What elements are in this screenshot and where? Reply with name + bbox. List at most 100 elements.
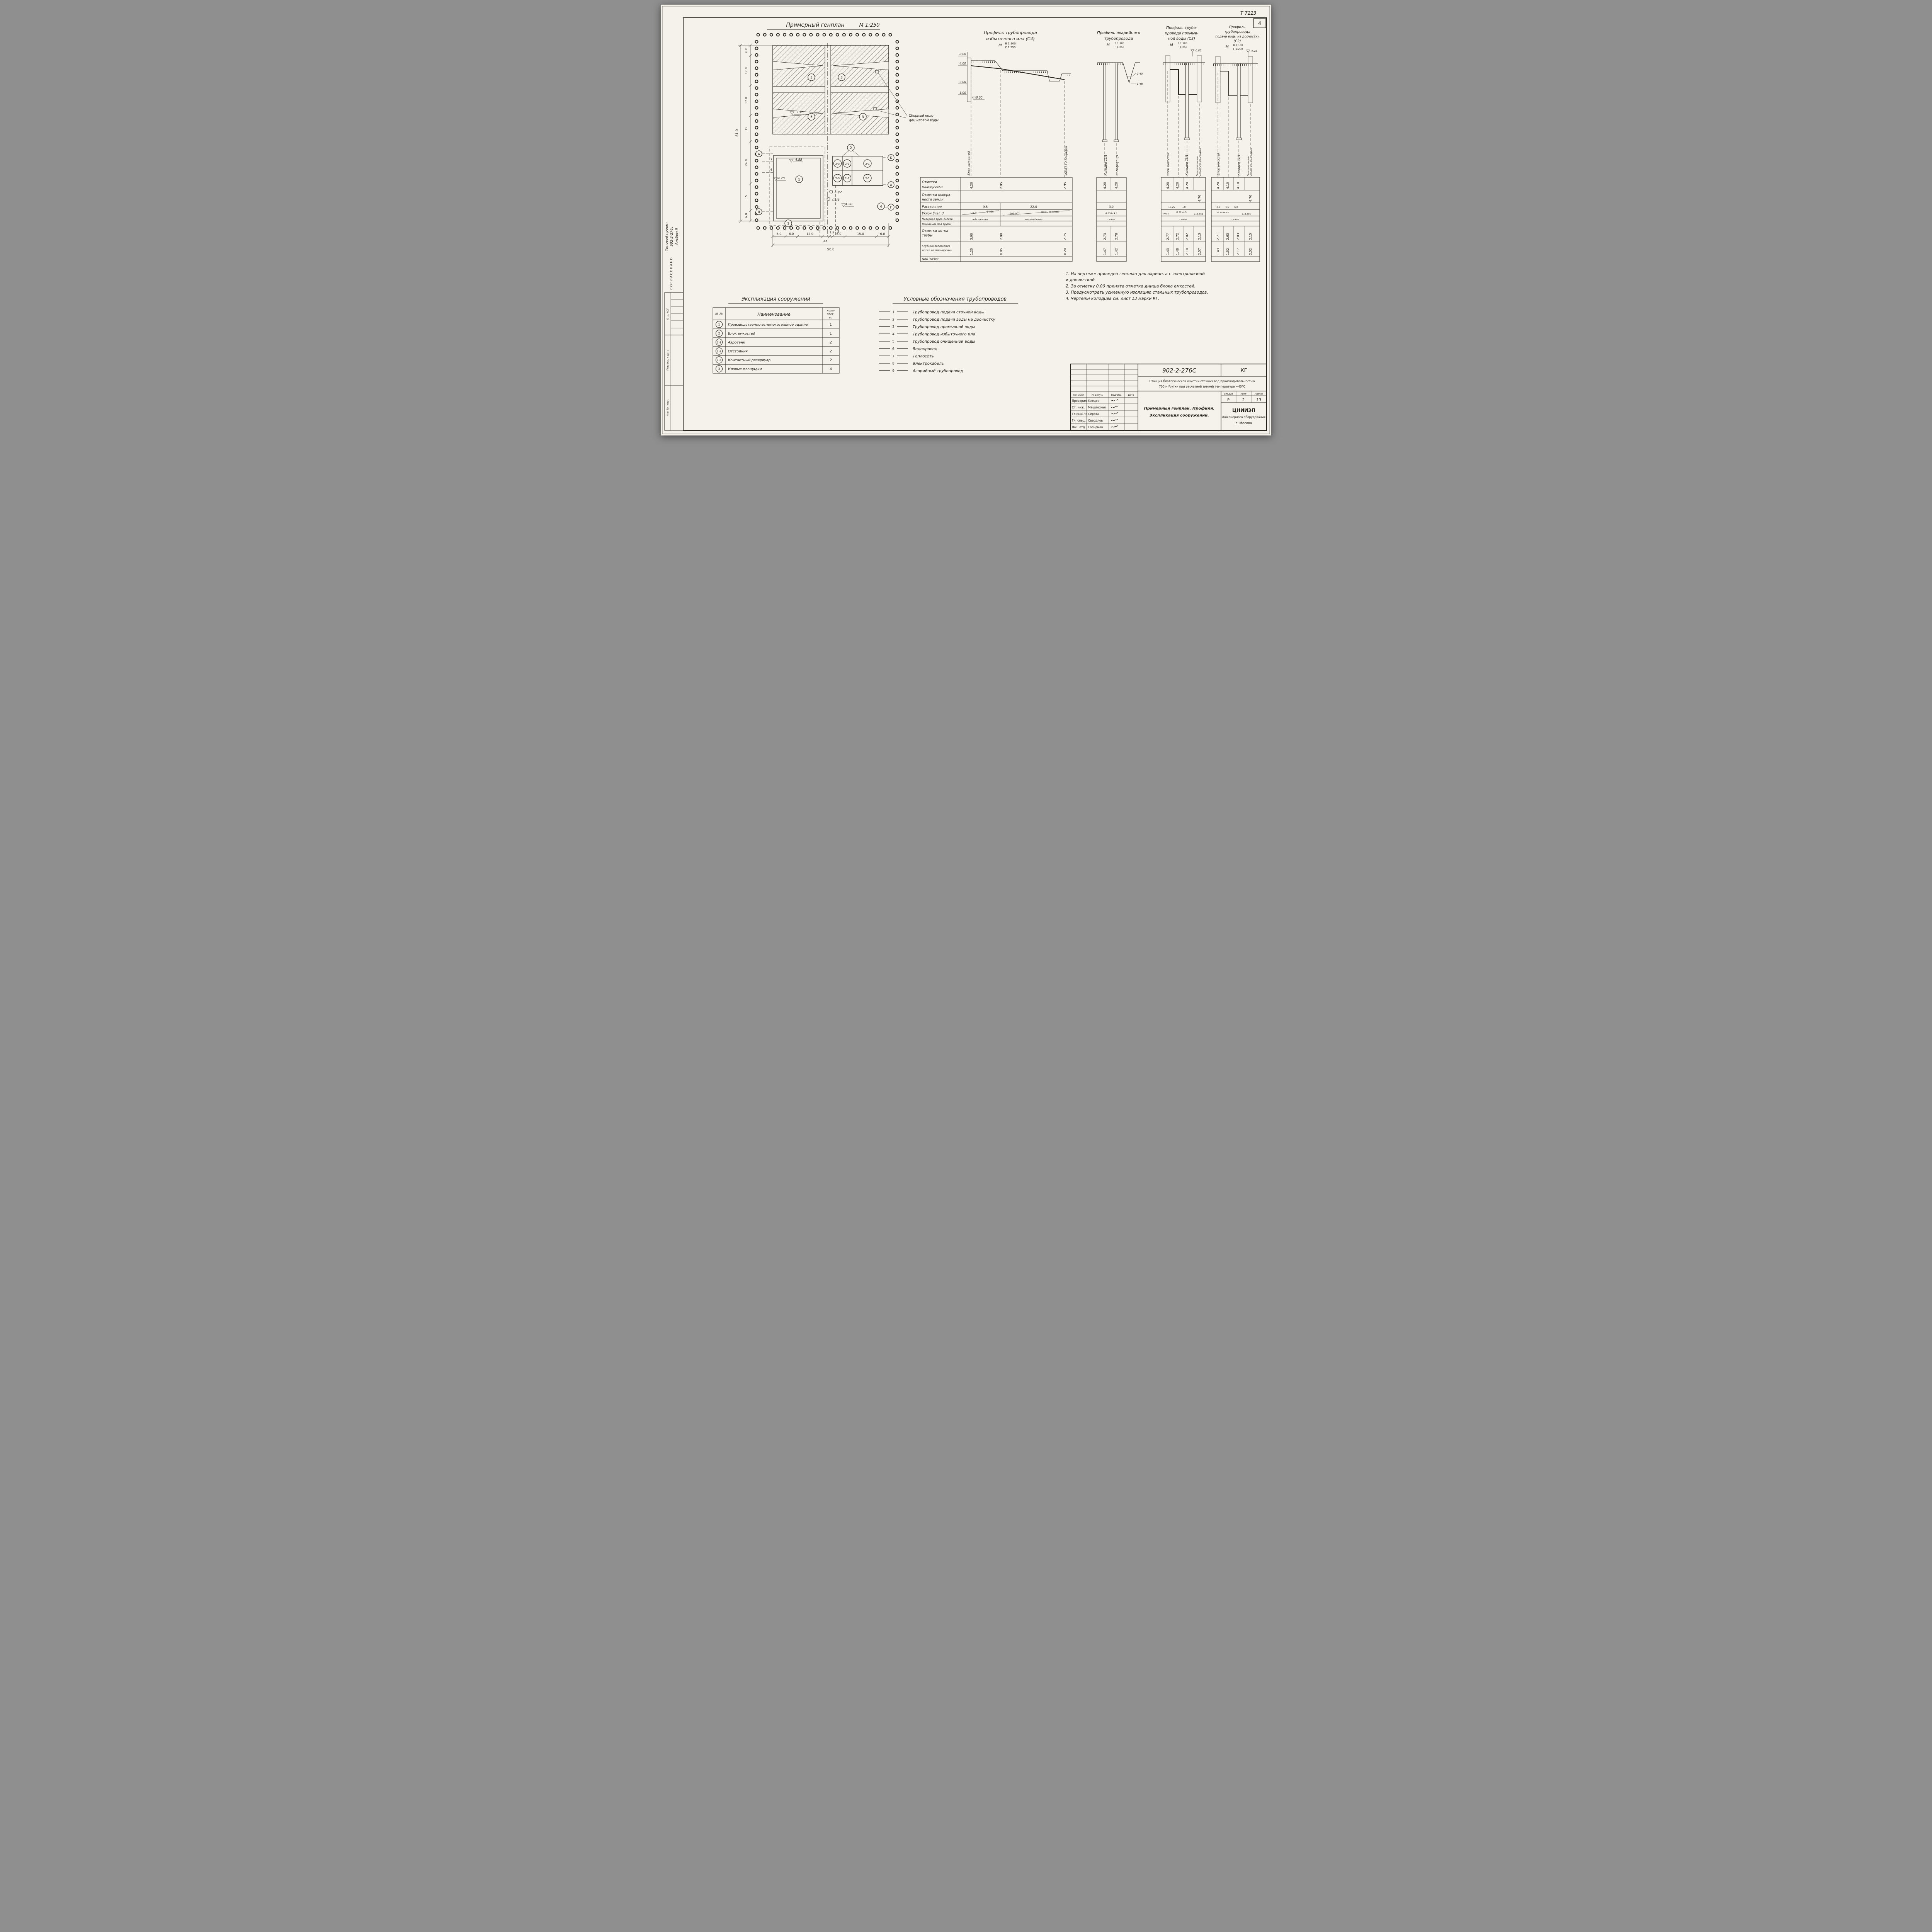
cell-value: Ф 159×4.5 — [1105, 213, 1117, 215]
zero-mark: 0.00 — [976, 96, 983, 99]
note-line: 1. На чертеже приведен генплан для вариа… — [1066, 272, 1205, 276]
dim-label: 12.0 — [806, 232, 813, 236]
profile-c4: Профиль трубопровода избыточного ила (С4… — [958, 30, 1071, 255]
profile-scale: М — [998, 43, 1002, 48]
profile-title: Профиль аварийного — [1097, 31, 1140, 35]
structure-bubble: 1 — [798, 178, 800, 182]
row-qty: 2 — [830, 349, 832, 354]
dim-label: 3.5 — [823, 240, 827, 243]
project-line: Типовой проект — [665, 221, 669, 251]
person-name: Гольдман — [1088, 425, 1103, 429]
profile-vlabel: вспомогательное здание — [1199, 148, 1202, 176]
tanks-block: 2 2-3 2-2 2-1 2-3 2-2 2-1 4 — [832, 144, 885, 210]
tank-bubble: 2-2 — [845, 162, 849, 165]
signature — [1111, 418, 1118, 421]
well-id: С3/2 — [835, 190, 842, 194]
cell-value: 15.25 — [1168, 206, 1175, 209]
note-line: 2. За отметку 0.00 принята отметка днища… — [1066, 284, 1196, 289]
dim-chain-left: 6.0 17.0 17.0 15 24.0 15 6.0 81.0 — [735, 43, 773, 223]
pipe-number: 7 — [770, 158, 772, 161]
legend-item: 7 Теплосеть — [879, 354, 934, 359]
legend-item: 4 Трубопровод избыточного ила — [879, 332, 975, 337]
cell-value: 1.20 — [970, 248, 973, 255]
legend-num: 6 — [892, 347, 895, 351]
elevation-mark: 4.85 — [795, 158, 802, 162]
person-name: Клецер — [1088, 399, 1099, 403]
cell-value: Ф 159×4.5 — [1217, 212, 1229, 214]
drawing-canvas: Т 7223 4 Типовой проект 902-2-276с Альбо… — [662, 6, 1270, 434]
legend-item: 5 Трубопровод очищенной воды — [879, 339, 975, 344]
tank-bubble: 2-3 — [835, 177, 840, 180]
row-qty: 2 — [830, 340, 832, 345]
cell-value: 4.70 — [1249, 195, 1252, 202]
legend-num: 7 — [892, 355, 895, 359]
col-header-num: № № — [715, 312, 723, 316]
legend-num: 3 — [892, 325, 895, 329]
person-role: Гл.инж.пр. — [1072, 412, 1088, 416]
dim-total: 56.0 — [827, 248, 835, 252]
row-header: планировки — [922, 185, 943, 189]
dim-label: 17.0 — [745, 97, 748, 104]
profile-title: Профиль трубо- — [1166, 26, 1197, 30]
tank-bubble: 2-2 — [845, 177, 849, 180]
profile-scale: В 1:100 — [1233, 44, 1243, 47]
cell-value: 6.0 — [1234, 206, 1238, 209]
dim-chain-bottom: 6.0 6.0 12.0 3.5 1.5 6.0 15.0 6.0 56.0 — [771, 223, 891, 252]
cell-value: 3.0 — [1109, 205, 1114, 209]
row-header: Расстояния — [922, 205, 942, 209]
profile-title: (С2) — [1233, 39, 1241, 43]
notes: 1. На чертеже приведен генплан для вариа… — [1066, 272, 1208, 301]
dim-total: 81.0 — [735, 129, 739, 137]
explication-row: 2-1 Аэротенк 2 — [715, 338, 832, 346]
cell-value: сталь — [1107, 218, 1115, 221]
axis-letter: Д — [758, 211, 760, 214]
row-name: Производственно-вспомогательное здание — [728, 323, 808, 327]
cell-value: 9.5 — [983, 205, 988, 209]
elev-label: 8.00 — [959, 53, 966, 56]
stamp-label: Инв. №-подл. — [666, 399, 669, 416]
legend-label: Трубопровод подачи воды на доочистку — [913, 317, 996, 322]
person-name: Машинская — [1088, 406, 1105, 409]
profile-vlabel: Производственно- — [1247, 156, 1250, 176]
profile-scale: М — [1226, 45, 1229, 49]
profile-scale: Г 1:250 — [1178, 46, 1187, 49]
bed-bubble: 5 — [810, 116, 813, 119]
pipe-legend: Условные обозначения трубопроводов 1 Тру… — [879, 296, 1018, 373]
legend-label: Теплосеть — [913, 354, 934, 359]
doc-number: 902-2-276С — [1162, 367, 1197, 374]
cell-value: Ф 57×4.5 — [1176, 211, 1187, 214]
profile-emergency: Профиль аварийного трубопровода М В 1:10… — [1096, 31, 1143, 262]
cell-value: 2.71 — [1216, 233, 1220, 240]
row-qty: 2 — [830, 358, 832, 362]
legend-item: 1 Трубопровод подачи сточной воды — [879, 310, 985, 315]
row-qty: 1 — [830, 332, 832, 336]
person-name: Свердлов — [1088, 419, 1103, 422]
person-role: Ст. инж. — [1072, 406, 1085, 409]
legend-label: Трубопровод подачи сточной воды — [913, 310, 985, 315]
explication-row: 3 Иловые площадки 4 — [715, 365, 832, 372]
legend-item: 6 Водопровод — [879, 347, 937, 351]
cell-value: асб. цемент — [972, 218, 988, 221]
row-name: Контактный резервуар — [728, 359, 770, 362]
profile-title: ной воды (С3) — [1168, 37, 1195, 41]
cell-value: 2.17 — [1236, 248, 1240, 255]
row-header: Материал труб, лотков — [922, 218, 953, 221]
cell-value: Ф 100 — [986, 211, 994, 213]
profile-scale: Г 1:250 — [1005, 46, 1016, 49]
explication-row: 2-3 Контактный резервуар 2 — [715, 356, 832, 364]
plan-pipes: 7 6 8 5 — [762, 158, 839, 236]
stamp-label: Подпись и дата — [666, 350, 669, 371]
cell-value: 0.05 — [1000, 248, 1003, 255]
planting-rows — [755, 33, 899, 230]
profile-c2: Профиль трубопровода подачи воды на дооч… — [1211, 26, 1260, 262]
cell-value: 2.02 — [1185, 233, 1189, 240]
cell-value: 4.10 — [1226, 182, 1230, 189]
cell-value: 2.77 — [1166, 233, 1170, 240]
cell-value: В×Н=200×300 — [1041, 211, 1060, 214]
site-plan: Примерный генплан М 1:250 3 3 5 3 1.45 — [735, 22, 939, 252]
cell-value: 4.10 — [1236, 182, 1240, 189]
legend-num: 8 — [892, 362, 895, 366]
project-line: 902-2-276с — [670, 226, 674, 247]
row-num: 3 — [718, 367, 720, 371]
structure-bubble: 4 — [880, 205, 882, 209]
